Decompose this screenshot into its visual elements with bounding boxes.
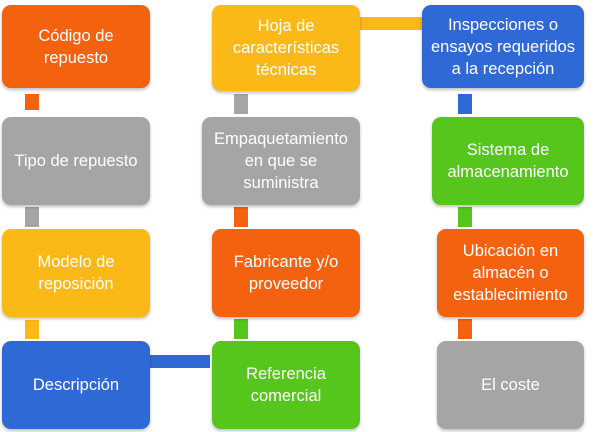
node-tipo-de-repuesto: Tipo de repuesto — [2, 117, 150, 205]
connector-descripcion-referencia — [150, 355, 210, 368]
connector-tipo-modelo — [25, 207, 39, 227]
connector-hoja-inspecciones — [360, 17, 422, 30]
node-referencia-comercial: Referencia comercial — [212, 341, 360, 429]
connector-fabricante-empaquetamiento — [234, 207, 248, 227]
node-hoja-de-caracteristicas: Hoja de características técnicas — [212, 5, 360, 91]
connector-referencia-fabricante — [234, 319, 248, 339]
node-codigo-de-repuesto: Código de repuesto — [2, 5, 150, 88]
node-el-coste: El coste — [437, 341, 584, 429]
connector-sistema-ubicacion — [458, 207, 472, 227]
node-sistema-almacenamiento: Sistema de almacenamiento — [432, 117, 584, 205]
connector-modelo-descripcion — [25, 320, 39, 339]
connector-empaquetamiento-hoja — [234, 94, 248, 114]
node-ubicacion-almacen: Ubicación en almacén o establecimiento — [437, 229, 584, 317]
node-modelo-de-reposicion: Modelo de reposición — [2, 229, 150, 317]
connector-codigo-tipo — [25, 94, 39, 110]
connector-ubicacion-coste — [458, 319, 472, 339]
node-empaquetamiento: Empaquetamiento en que se suministra — [202, 117, 360, 205]
node-fabricante-proveedor: Fabricante y/o proveedor — [212, 229, 360, 317]
node-descripcion: Descripción — [2, 341, 150, 429]
connector-inspecciones-sistema — [458, 94, 472, 114]
node-inspecciones-ensayos: Inspecciones o ensayos requeridos a la r… — [422, 5, 584, 88]
